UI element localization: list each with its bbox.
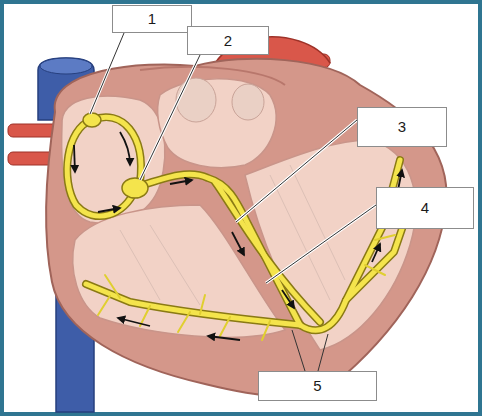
valve xyxy=(232,84,264,120)
callout-box: 5 xyxy=(258,371,377,401)
direction-arrows xyxy=(74,132,402,340)
leader-line xyxy=(318,334,328,371)
leader-line xyxy=(140,55,200,180)
purkinje-branches xyxy=(98,190,410,340)
leader-line xyxy=(236,120,357,222)
av-node xyxy=(122,178,148,198)
leader-line xyxy=(292,330,305,371)
callout-box: 1 xyxy=(112,5,192,33)
arrow xyxy=(232,232,244,255)
leader-lines xyxy=(90,33,376,371)
callout-number: 2 xyxy=(224,32,232,50)
bundle-of-his xyxy=(140,174,300,325)
purkinje-fibres xyxy=(86,284,300,325)
atrial-pathway xyxy=(92,117,141,182)
sa-node xyxy=(83,113,101,127)
leader-line xyxy=(90,33,124,114)
arrow xyxy=(98,208,120,212)
bundle-branch xyxy=(215,182,320,322)
valve xyxy=(176,78,216,122)
atrial-pathway xyxy=(67,120,135,216)
arrow xyxy=(118,318,150,326)
chordae xyxy=(120,165,345,305)
arrow xyxy=(208,336,240,340)
leader-line xyxy=(266,205,376,283)
leader-line xyxy=(140,55,200,180)
white-ground xyxy=(4,4,478,412)
purkinje-fibres xyxy=(300,160,400,330)
bundle-branch xyxy=(215,182,320,322)
leader-line xyxy=(266,205,376,283)
leader-halo xyxy=(90,33,376,283)
atrial-pathway xyxy=(67,120,135,216)
callout-number: 3 xyxy=(398,118,406,136)
arrow xyxy=(170,180,192,184)
callout-box: 3 xyxy=(357,107,447,147)
arrow xyxy=(372,244,380,262)
atrial-pathway xyxy=(92,117,141,182)
callout-box: 4 xyxy=(376,187,474,229)
conduction-outline xyxy=(67,117,412,330)
purkinje-fibres xyxy=(300,160,400,330)
arrow xyxy=(120,132,130,165)
arrow xyxy=(74,145,75,172)
callout-number: 5 xyxy=(313,377,321,395)
arrow xyxy=(282,290,294,308)
purkinje-fibres xyxy=(86,284,300,325)
conduction-system xyxy=(67,117,412,330)
vena-cava-opening xyxy=(40,58,92,74)
callout-number: 1 xyxy=(148,10,156,28)
leader-line xyxy=(90,33,124,114)
leader-line xyxy=(236,120,357,222)
callout-box: 2 xyxy=(187,26,269,55)
left-atrium xyxy=(158,79,276,168)
bundle-of-his xyxy=(140,174,300,325)
callout-number: 4 xyxy=(421,199,429,217)
purkinje-branch xyxy=(98,190,410,340)
